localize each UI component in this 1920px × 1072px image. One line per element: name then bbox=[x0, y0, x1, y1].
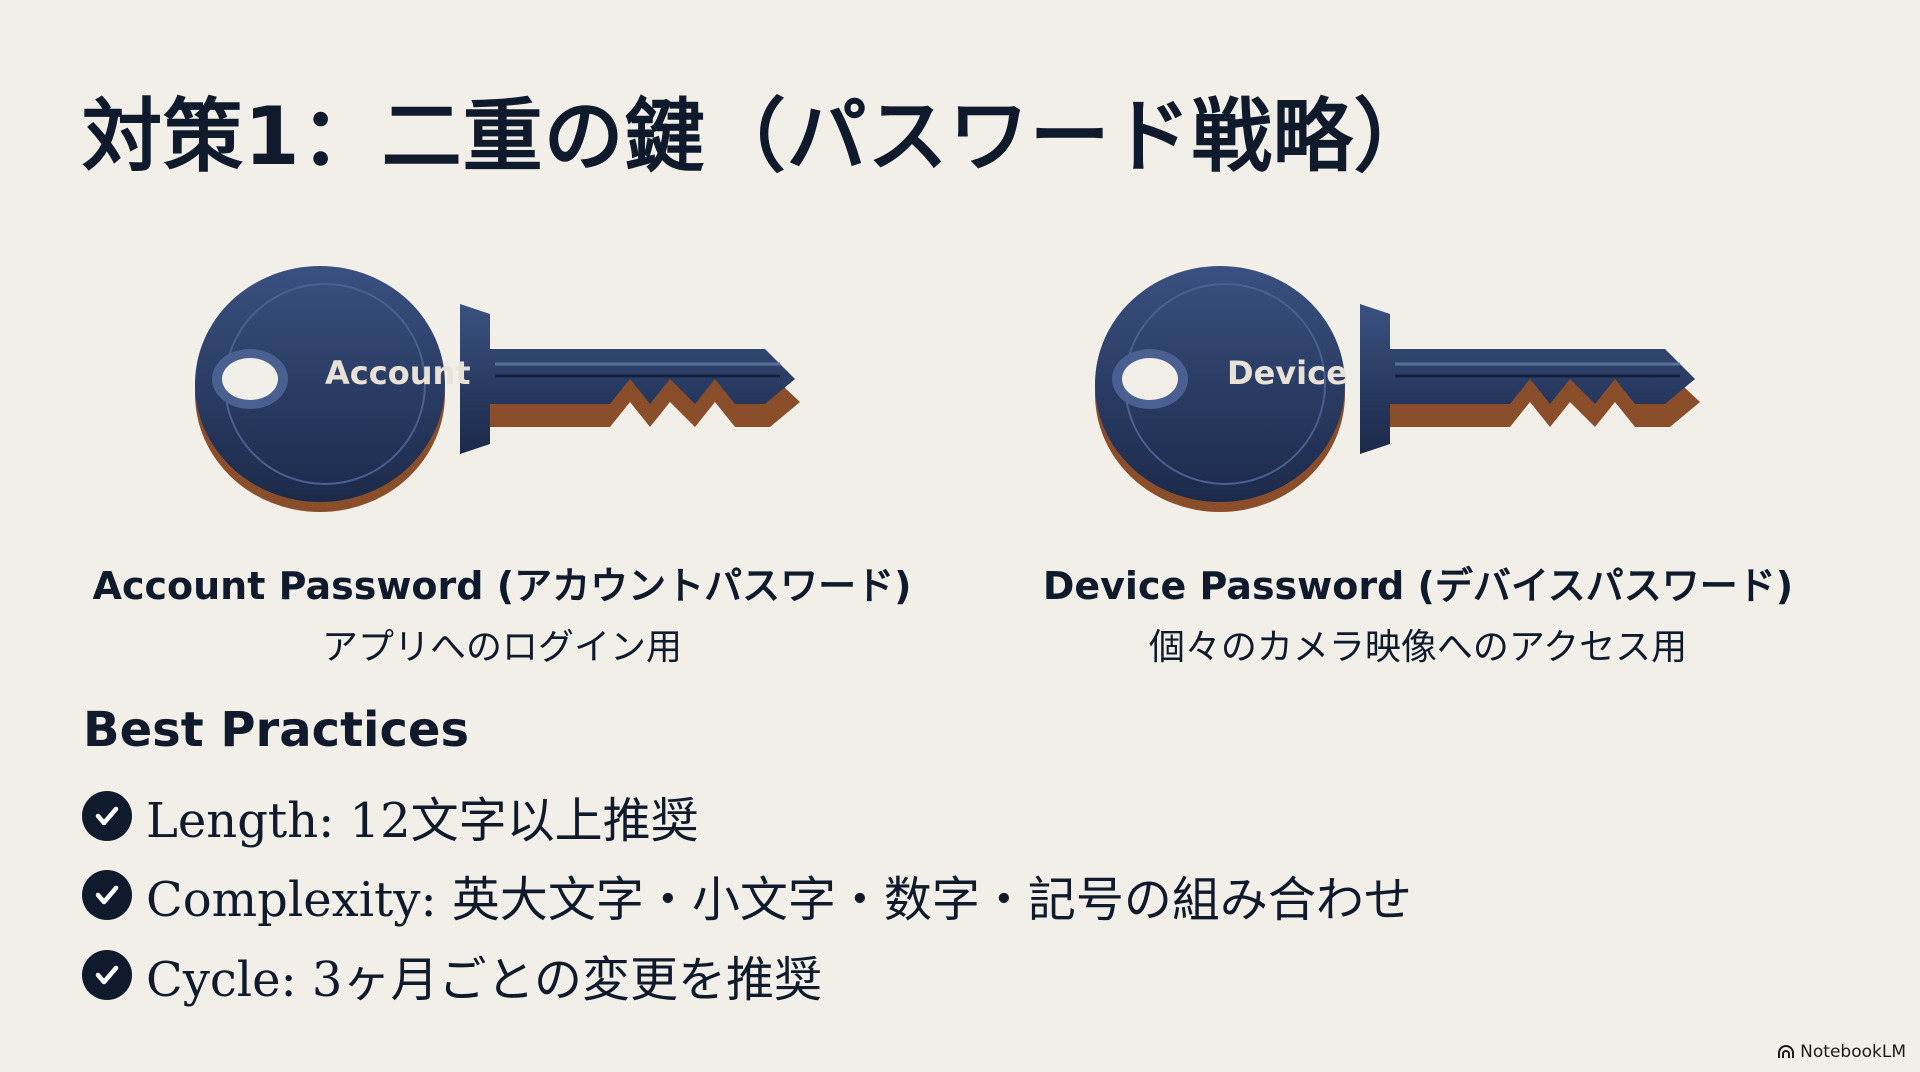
device-password-caption: Device Password (デバイスパスワード) 個々のカメラ映像へのアク… bbox=[968, 555, 1868, 670]
check-circle-icon bbox=[82, 870, 132, 920]
device-key-illustration: Device bbox=[1090, 244, 1750, 524]
list-item-text: Length: 12文字以上推奨 bbox=[146, 793, 699, 849]
notebooklm-logo-icon bbox=[1778, 1045, 1795, 1058]
caption-subtitle: アプリへのログイン用 bbox=[321, 627, 682, 668]
list-item-text: Cycle: 3ヶ月ごとの変更を推奨 bbox=[146, 952, 822, 1008]
best-practices-title: Best Practices bbox=[83, 702, 470, 758]
key-icon bbox=[1095, 266, 1700, 512]
key-label: Account bbox=[325, 354, 471, 392]
key-label: Device bbox=[1227, 354, 1348, 392]
account-key-illustration: Account bbox=[190, 244, 850, 524]
caption-heading: Account Password (アカウントパスワード) bbox=[92, 564, 912, 608]
key-icon bbox=[195, 266, 800, 512]
slide-title: 対策1：二重の鍵（パスワード戦略） bbox=[82, 90, 1435, 183]
list-item-text: Complexity: 英大文字・小文字・数字・記号の組み合わせ bbox=[146, 872, 1412, 928]
caption-heading: Device Password (デバイスパスワード) bbox=[1042, 564, 1794, 608]
check-circle-icon bbox=[82, 791, 132, 841]
account-password-caption: Account Password (アカウントパスワード) アプリへのログイン用 bbox=[52, 555, 952, 670]
caption-subtitle: 個々のカメラ映像へのアクセス用 bbox=[1148, 627, 1688, 668]
check-circle-icon bbox=[82, 950, 132, 1000]
list-item: Length: 12文字以上推奨 bbox=[82, 781, 699, 851]
notebooklm-watermark: NotebookLM bbox=[1777, 1042, 1906, 1062]
list-item: Complexity: 英大文字・小文字・数字・記号の組み合わせ bbox=[82, 860, 1412, 930]
brand-name: NotebookLM bbox=[1800, 1042, 1906, 1062]
list-item: Cycle: 3ヶ月ごとの変更を推奨 bbox=[82, 940, 822, 1010]
